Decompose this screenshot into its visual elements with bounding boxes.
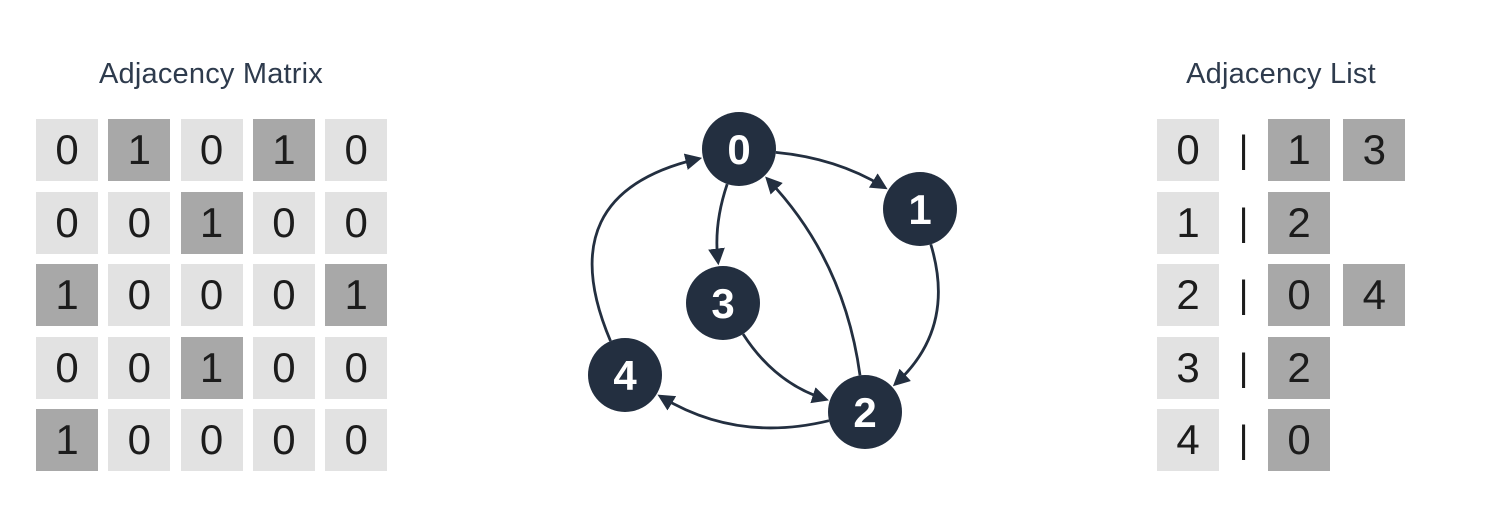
- matrix-cell-r2c1: 0: [108, 264, 171, 326]
- list-separator-wrap: |: [1219, 119, 1268, 181]
- graph-node-1: 1: [883, 172, 957, 246]
- graph-node-label-2: 2: [853, 389, 876, 436]
- matrix-cell-r4c4: 0: [325, 409, 388, 471]
- list-separator-wrap: |: [1219, 192, 1268, 254]
- edge-2-0: [765, 176, 862, 376]
- adjacency-matrix-title: Adjacency Matrix: [99, 58, 323, 90]
- matrix-cell-r0c2: 0: [180, 119, 243, 181]
- graph-node-4: 4: [588, 338, 662, 412]
- list-separator: |: [1238, 274, 1249, 316]
- edge-2-4: [657, 394, 830, 430]
- list-node-cell-3: 3: [1157, 336, 1219, 399]
- graph-node-circle-2: [828, 375, 902, 449]
- list-neighbor-cell-1-2: 2: [1268, 191, 1330, 254]
- list-separator: |: [1238, 129, 1249, 171]
- adjacency-list-title: Adjacency List: [1186, 58, 1376, 90]
- matrix-cell-r0c0: 0: [36, 119, 98, 181]
- matrix-cell-r2c3: 0: [252, 264, 315, 326]
- list-node-cell-0: 0: [1157, 119, 1219, 181]
- matrix-cell-r4c1: 0: [108, 409, 171, 471]
- edge-0-1: [775, 151, 888, 190]
- edge-1-2: [892, 243, 940, 387]
- list-neighbor-cell-2-4: 4: [1343, 264, 1406, 326]
- graph-node-label-1: 1: [908, 186, 931, 233]
- matrix-cell-r2c2: 0: [180, 264, 243, 326]
- list-neighbors: 2: [1268, 191, 1330, 254]
- matrix-cell-r2c0: 1: [36, 264, 98, 326]
- matrix-cell-r4c2: 0: [180, 409, 243, 471]
- graph-node-label-0: 0: [727, 126, 750, 173]
- list-node-cell-2: 2: [1157, 264, 1219, 326]
- list-separator-wrap: |: [1219, 409, 1268, 471]
- adjacency-list-row-4: 4 | 0: [1157, 409, 1405, 471]
- list-neighbor-cell-2-0: 0: [1268, 264, 1330, 326]
- list-node-cell-1: 1: [1157, 191, 1219, 254]
- list-separator: |: [1238, 201, 1249, 244]
- matrix-cell-r3c3: 0: [252, 336, 315, 399]
- adjacency-list-row-3: 3 | 2: [1157, 336, 1405, 399]
- matrix-cell-r3c4: 0: [325, 336, 388, 399]
- graph-node-2: 2: [828, 375, 902, 449]
- graph-nodes: 0 1 2 3 4: [588, 112, 957, 449]
- graph-node-circle-3: [686, 266, 760, 340]
- list-separator: |: [1238, 346, 1249, 389]
- adjacency-list-row-1: 1 | 2: [1157, 191, 1405, 254]
- matrix-cell-r1c3: 0: [252, 191, 315, 254]
- matrix-cell-r0c1: 1: [108, 119, 171, 181]
- graph-node-label-3: 3: [711, 280, 734, 327]
- edge-3-2: [741, 333, 829, 404]
- list-separator-wrap: |: [1219, 337, 1268, 399]
- matrix-cell-r2c4: 1: [325, 264, 388, 326]
- matrix-cell-r0c3: 1: [252, 119, 315, 181]
- list-separator-wrap: |: [1219, 264, 1268, 326]
- matrix-cell-r1c1: 0: [108, 191, 171, 254]
- list-separator: |: [1238, 419, 1249, 461]
- list-neighbor-cell-4-0: 0: [1268, 409, 1330, 471]
- list-neighbor-cell-0-1: 1: [1268, 119, 1330, 181]
- graph-node-0: 0: [702, 112, 776, 186]
- matrix-cell-r3c2: 1: [180, 336, 243, 399]
- list-neighbor-cell-3-2: 2: [1268, 336, 1330, 399]
- list-node-cell-4: 4: [1157, 409, 1219, 471]
- edge-0-3: [708, 183, 729, 266]
- graph-node-3: 3: [686, 266, 760, 340]
- graph-node-circle-4: [588, 338, 662, 412]
- list-neighbors: 2: [1268, 336, 1330, 399]
- matrix-cell-r3c1: 0: [108, 336, 171, 399]
- list-neighbor-cell-0-3: 3: [1343, 119, 1406, 181]
- matrix-cell-r1c2: 1: [180, 191, 243, 254]
- matrix-cell-r1c4: 0: [325, 191, 388, 254]
- graph-node-label-4: 4: [613, 352, 637, 399]
- matrix-cell-r3c0: 0: [36, 336, 98, 399]
- graph-node-circle-1: [883, 172, 957, 246]
- matrix-cell-r4c0: 1: [36, 409, 98, 471]
- edge-4-0: [590, 153, 703, 342]
- list-neighbors: 0: [1268, 409, 1330, 471]
- graph-edges: [590, 151, 940, 430]
- matrix-cell-r1c0: 0: [36, 191, 98, 254]
- matrix-cell-r4c3: 0: [252, 409, 315, 471]
- graph-node-circle-0: [702, 112, 776, 186]
- matrix-cell-r0c4: 0: [325, 119, 388, 181]
